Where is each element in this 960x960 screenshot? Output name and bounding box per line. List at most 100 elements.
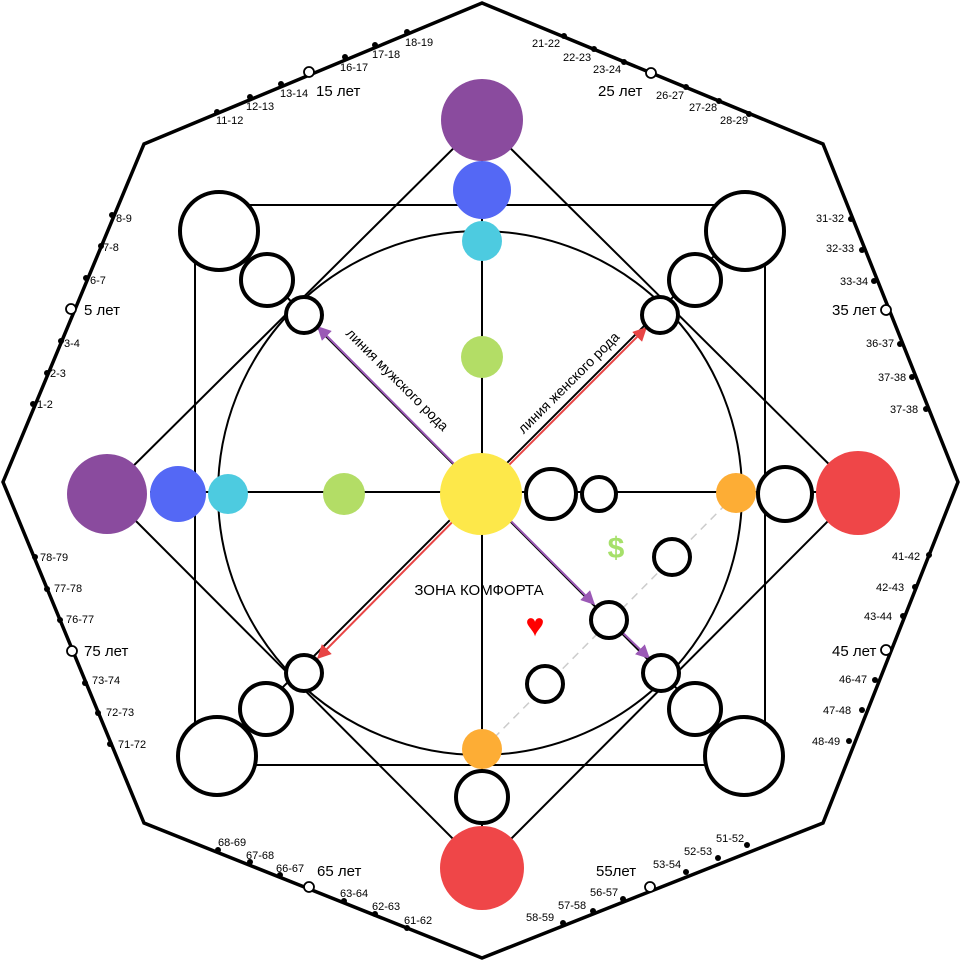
range-label: 1-2 (37, 399, 53, 411)
range-label: 37-38 (890, 404, 918, 416)
range-label: 28-29 (720, 115, 748, 127)
tick (897, 341, 903, 347)
open-circle-inner-2 (589, 600, 629, 640)
green-circle-top (461, 336, 503, 378)
range-label: 62-63 (372, 901, 400, 913)
comfort-zone-label: ЗОНА КОМФОРТА (414, 582, 543, 599)
range-label: 68-69 (218, 837, 246, 849)
tick (621, 59, 627, 65)
tick (912, 584, 918, 590)
range-label: 41-42 (892, 551, 920, 563)
open-circle-br-small (641, 653, 681, 693)
range-label: 72-73 (106, 707, 134, 719)
tick (44, 586, 50, 592)
tick (590, 908, 596, 914)
tick (848, 216, 854, 222)
blue-circle-top (453, 161, 511, 219)
open-circle-tr-mid (667, 252, 723, 308)
tick (900, 613, 906, 619)
open-circle-br-mid (667, 681, 723, 737)
red-circle-bottom (440, 826, 524, 910)
range-label: 22-23 (563, 52, 591, 64)
age-label-35: 35 лет (832, 302, 876, 319)
tick (44, 370, 50, 376)
cyan-circle-top (462, 221, 502, 261)
range-label: 78-79 (40, 552, 68, 564)
tick (215, 847, 221, 853)
tick (846, 738, 852, 744)
open-circle-inner-1 (652, 537, 692, 577)
tick (98, 243, 104, 249)
open-circle-bl-large (176, 715, 258, 797)
range-label: 56-57 (590, 887, 618, 899)
tick (107, 741, 113, 747)
open-circle-bottom (454, 769, 510, 825)
range-label: 16-17 (340, 62, 368, 74)
tick (591, 46, 597, 52)
open-circle-tr-small (640, 295, 680, 335)
open-circle-br-large (703, 715, 785, 797)
tick (926, 552, 932, 558)
tick (871, 278, 877, 284)
age-label-75: 75 лет (84, 643, 128, 660)
cyan-circle-left (208, 474, 248, 514)
tick (872, 677, 878, 683)
dashed-line (483, 493, 737, 749)
range-label: 71-72 (118, 739, 146, 751)
range-label: 31-32 (816, 213, 844, 225)
tick (95, 710, 101, 716)
range-label: 3-4 (64, 338, 80, 350)
tick (342, 54, 348, 60)
range-label: 12-13 (246, 101, 274, 113)
tick (341, 898, 347, 904)
age-point-45 (880, 644, 892, 656)
range-label: 6-7 (90, 275, 106, 287)
age-point-35 (880, 304, 892, 316)
range-label: 37-38 (878, 372, 906, 384)
open-circle-bl-mid (238, 681, 294, 737)
tick (83, 275, 89, 281)
range-label: 73-74 (92, 675, 120, 687)
tick (923, 406, 929, 412)
tick (404, 29, 410, 35)
open-circle-tl-small (284, 295, 324, 335)
tick (859, 247, 865, 253)
open-circle-right-1 (524, 467, 578, 521)
tick (32, 554, 38, 560)
range-label: 17-18 (372, 49, 400, 61)
male-line-label: линия мужского рода (343, 325, 452, 434)
range-label: 63-64 (340, 888, 368, 900)
orange-circle-bottom (462, 729, 502, 769)
open-circle-tl-mid (239, 252, 295, 308)
range-label: 27-28 (689, 102, 717, 114)
age-point-5 (65, 303, 77, 315)
tick (561, 33, 567, 39)
range-label: 32-33 (826, 243, 854, 255)
range-label: 11-12 (216, 115, 243, 127)
age-label-45: 45 лет (832, 643, 876, 660)
range-label: 66-67 (276, 863, 304, 875)
range-label: 42-43 (876, 582, 904, 594)
age-point-55 (644, 881, 656, 893)
range-label: 47-48 (823, 705, 851, 717)
age-label-25: 25 лет (598, 83, 642, 100)
range-label: 76-77 (66, 614, 94, 626)
dollar-icon: $ (608, 532, 625, 565)
tick (746, 111, 752, 117)
tick (57, 617, 63, 623)
tick (620, 896, 626, 902)
age-label-55: 55лет (596, 863, 636, 880)
age-point-15 (303, 66, 315, 78)
blue-circle-left (150, 466, 206, 522)
range-label: 13-14 (280, 88, 308, 100)
tick (683, 869, 689, 875)
tick (372, 911, 378, 917)
tick (82, 680, 88, 686)
range-label: 43-44 (864, 611, 892, 623)
tick (744, 842, 750, 848)
range-label: 23-24 (593, 64, 621, 76)
yellow-center-circle (440, 453, 522, 535)
open-circle-right-2 (580, 475, 618, 513)
tick (247, 859, 253, 865)
